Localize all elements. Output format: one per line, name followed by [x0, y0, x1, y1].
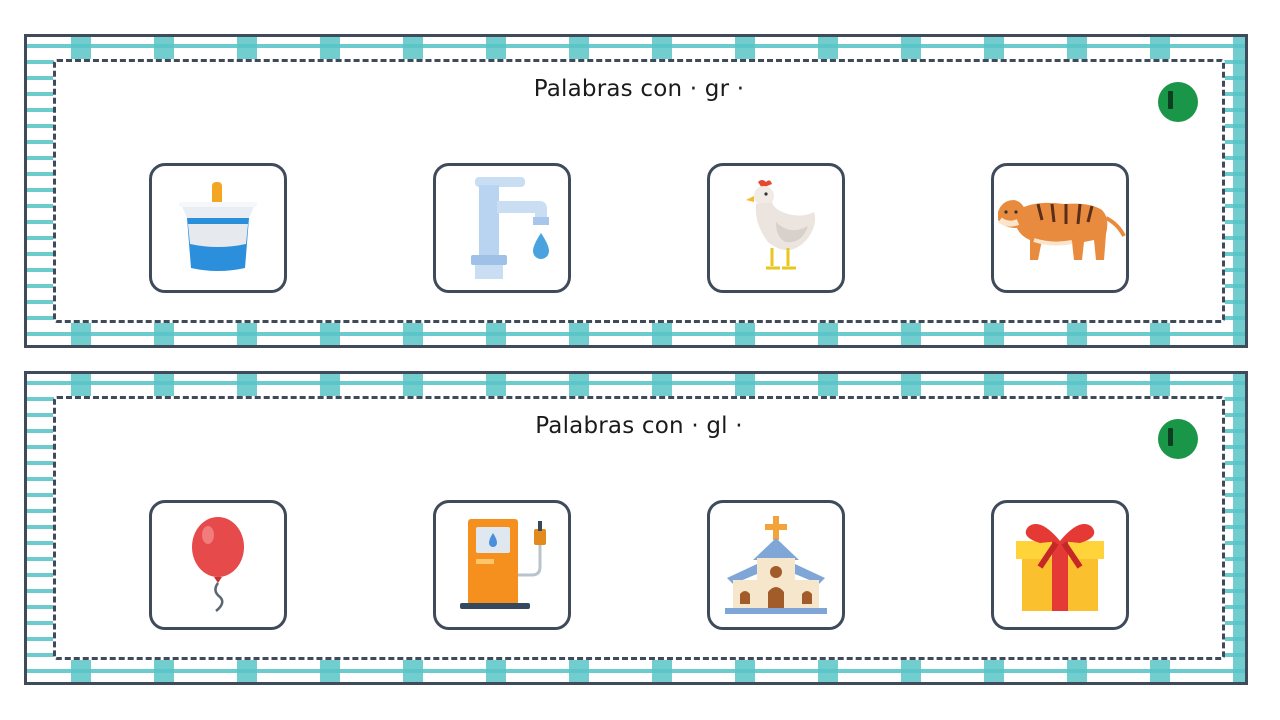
- picture-tile-church[interactable]: [707, 500, 845, 630]
- card-inner: Palabras con · gl ·: [53, 396, 1225, 660]
- faucet-icon: [471, 177, 549, 279]
- word-card-gr: Palabras con · gr ·: [24, 34, 1248, 348]
- picture-tile-balloon[interactable]: [149, 500, 287, 630]
- balloon-icon: [192, 517, 244, 612]
- picture-tile-gas-pump[interactable]: [433, 500, 571, 630]
- logo-icon: [1158, 419, 1198, 459]
- card-inner: Palabras con · gr ·: [53, 59, 1225, 323]
- picture-tile-yogurt[interactable]: [149, 163, 287, 293]
- picture-tile-faucet[interactable]: [433, 163, 571, 293]
- picture-tile-gift[interactable]: [991, 500, 1129, 630]
- gift-icon: [1016, 524, 1104, 611]
- card-title: Palabras con · gr ·: [533, 76, 745, 102]
- gas-pump-icon: [460, 519, 546, 609]
- yogurt-icon: [179, 182, 257, 271]
- word-card-gl: Palabras con · gl ·: [24, 371, 1248, 685]
- card-title: Palabras con · gl ·: [535, 413, 743, 439]
- picture-tile-tiger[interactable]: [991, 163, 1129, 293]
- hen-icon: [746, 180, 816, 270]
- church-icon: [725, 516, 827, 614]
- picture-tile-hen[interactable]: [707, 163, 845, 293]
- logo-icon: [1158, 82, 1198, 122]
- tiger-icon: [998, 200, 1126, 260]
